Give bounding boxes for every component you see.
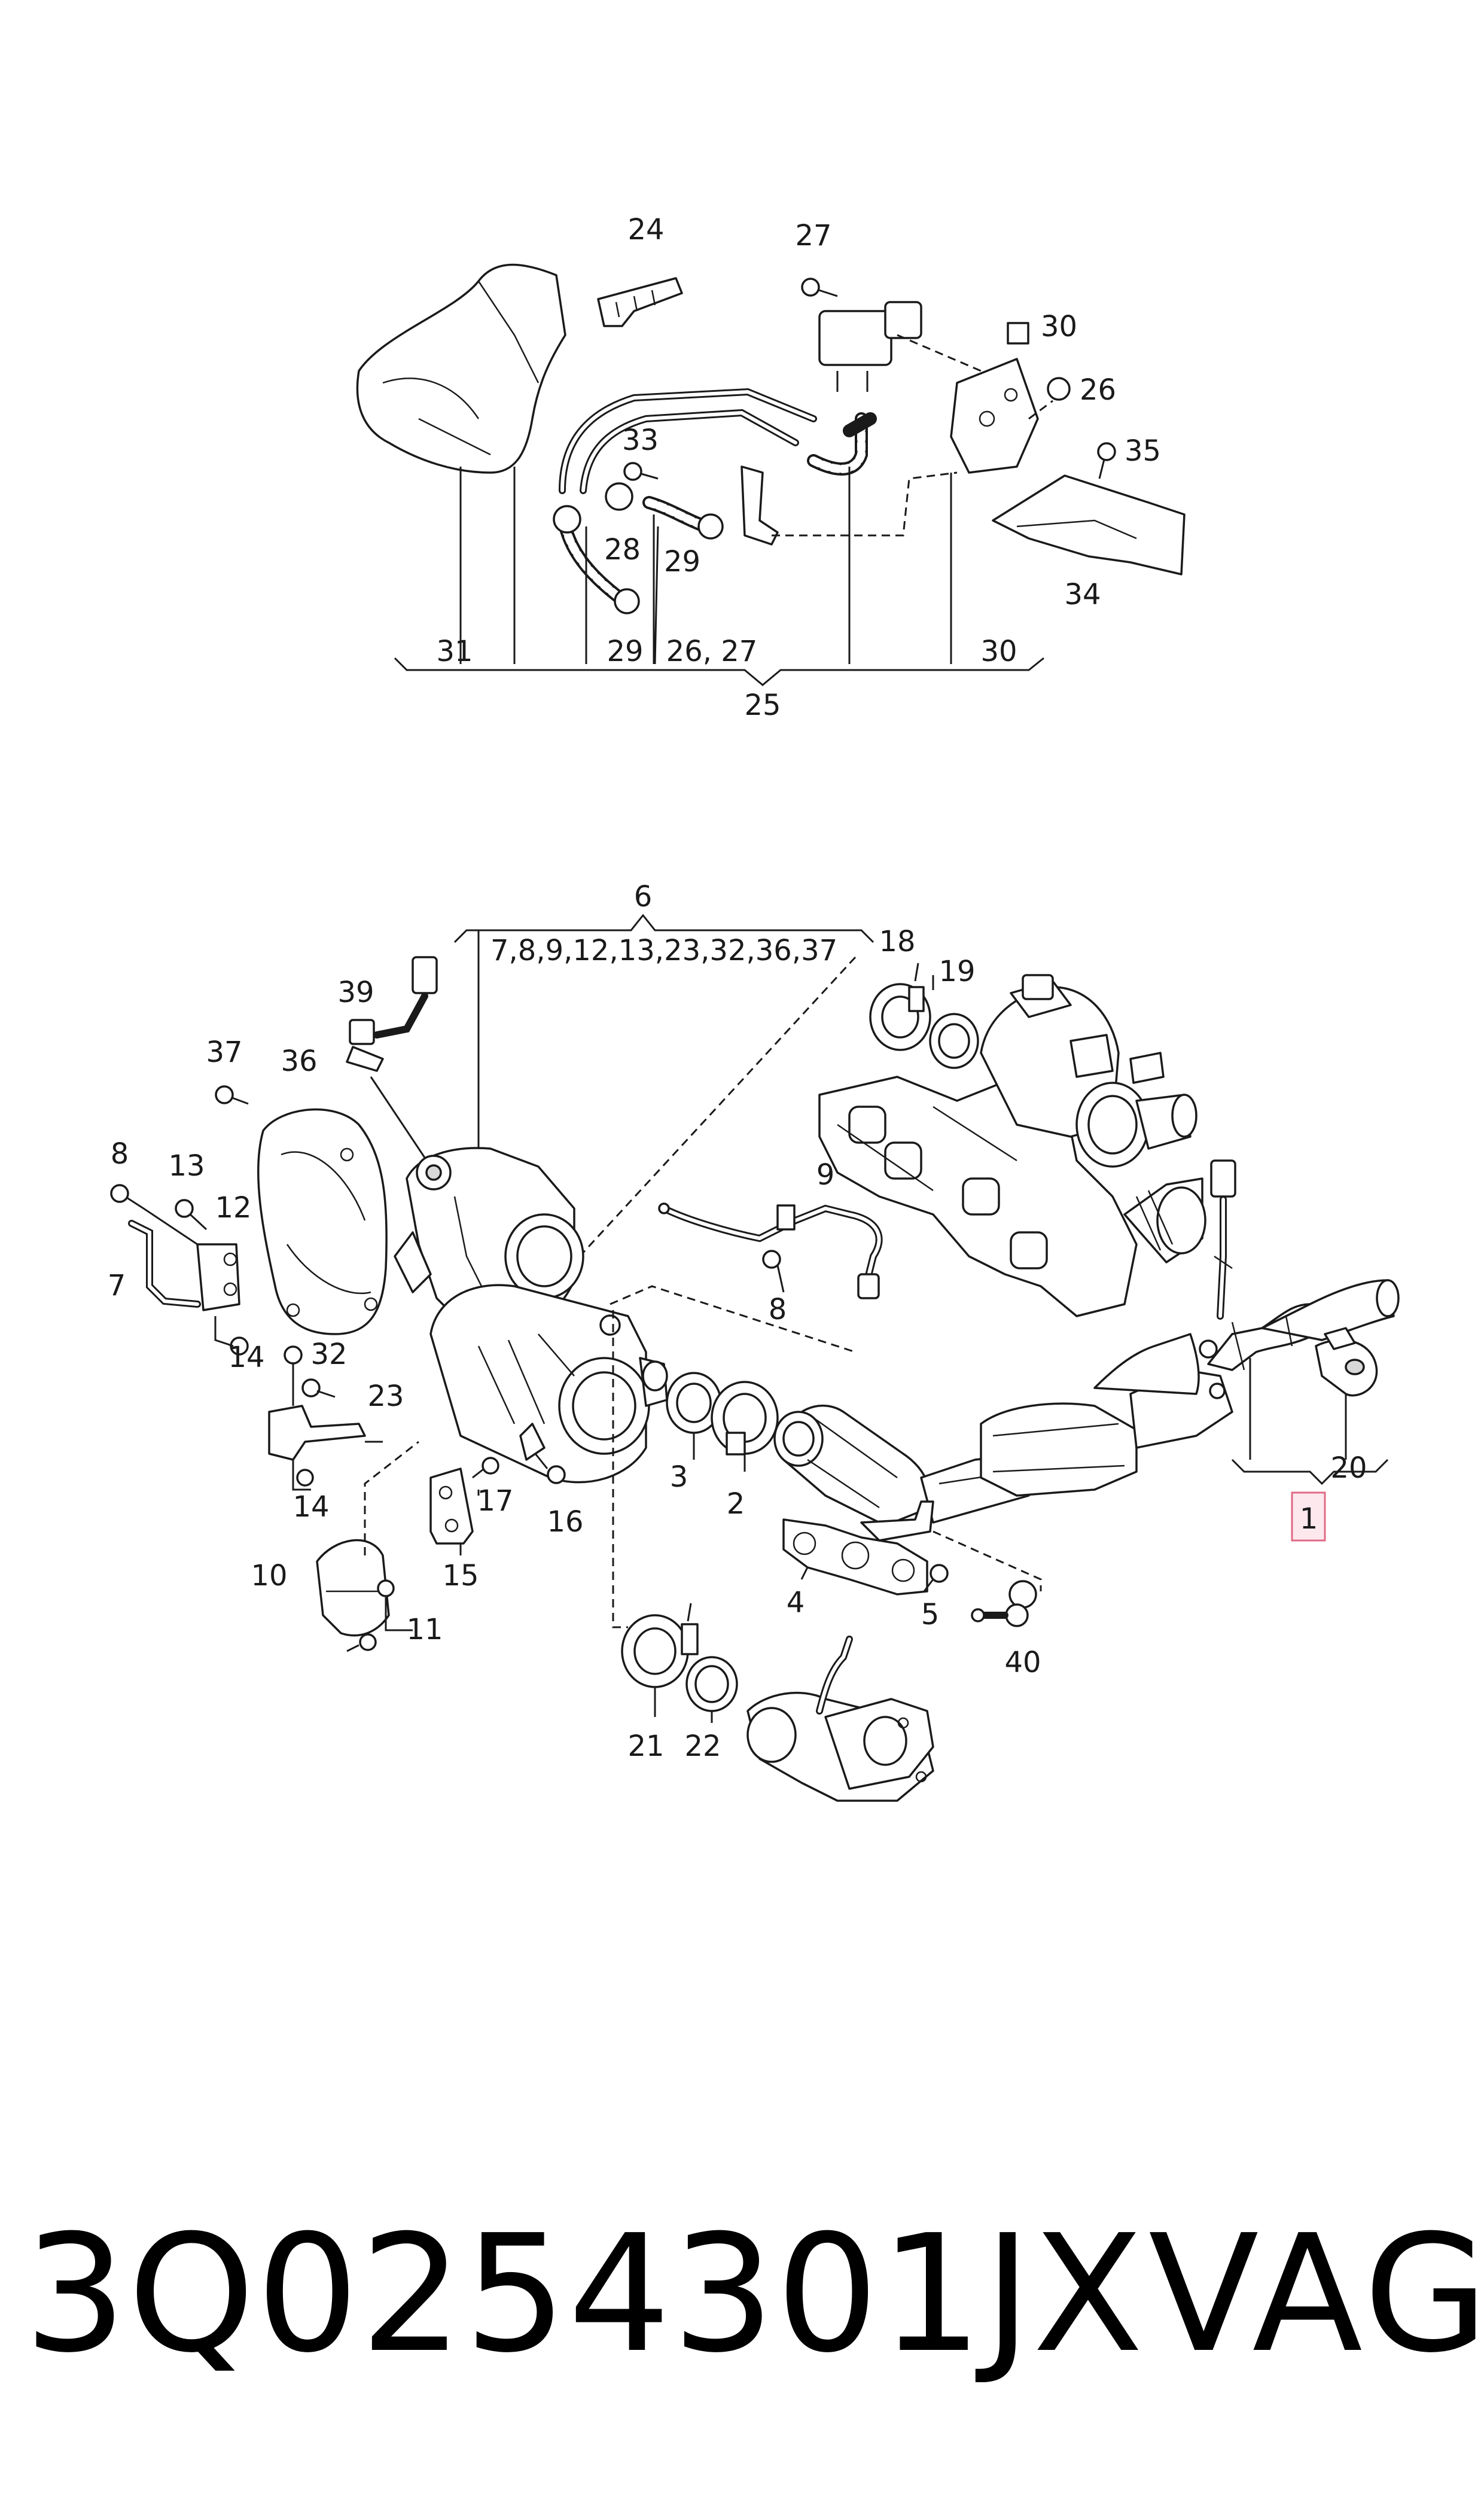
- label-14a: 14: [228, 1341, 264, 1374]
- label-31: 31: [436, 635, 473, 668]
- heat-shield-31: [356, 263, 566, 474]
- label-20: 20: [1330, 1451, 1367, 1485]
- pressure-sensor-27: [818, 301, 922, 392]
- lambda-sensor-39: [346, 956, 438, 1167]
- label-8b: 8: [769, 1293, 787, 1326]
- label-18: 18: [879, 925, 915, 958]
- label-13: 13: [168, 1149, 205, 1183]
- label-27: 27: [795, 219, 831, 252]
- label-2: 2: [727, 1487, 745, 1521]
- label-19: 19: [938, 955, 975, 988]
- label-6: 6: [634, 880, 653, 914]
- label-26a: 26: [1080, 373, 1116, 407]
- bolt-27: [801, 278, 838, 297]
- pipe-7: [128, 1220, 201, 1308]
- label-12: 12: [215, 1191, 251, 1225]
- label-33: 33: [622, 424, 659, 457]
- label-35: 35: [1125, 434, 1161, 468]
- label-37: 37: [206, 1036, 242, 1069]
- seal-ring-3: [666, 1372, 722, 1434]
- label-10: 10: [251, 1559, 287, 1593]
- nut-30: [1007, 322, 1029, 345]
- label-29a: 29: [664, 545, 700, 578]
- label-16: 16: [547, 1505, 583, 1539]
- lambda-sensor-rear: [1210, 1159, 1236, 1320]
- heat-shield-36: [257, 1108, 388, 1335]
- heat-shield-34: [992, 474, 1186, 576]
- label-14b: 14: [292, 1490, 329, 1524]
- label-36: 36: [281, 1045, 317, 1078]
- bolt-35: [1097, 442, 1116, 479]
- label-4: 4: [787, 1586, 805, 1619]
- clamp-2: [711, 1381, 779, 1456]
- label-8a: 8: [111, 1137, 129, 1171]
- label-24: 24: [627, 213, 664, 246]
- clamp-18: [869, 963, 931, 1051]
- label-22: 22: [684, 1730, 721, 1763]
- label-40: 40: [1004, 1646, 1041, 1679]
- label-34: 34: [1064, 578, 1101, 611]
- egr-connection: [746, 1636, 934, 1802]
- bolt-8: [110, 1184, 198, 1246]
- label-5: 5: [921, 1598, 940, 1631]
- turbocharger: [818, 974, 1206, 1317]
- part-number: 3Q0254301JX: [24, 2200, 1145, 2388]
- upper-assembly: [356, 263, 1186, 686]
- label-21: 21: [627, 1730, 664, 1763]
- damper-20: [1315, 1327, 1378, 1397]
- bolt-8b: [762, 1250, 785, 1293]
- bracket-10: [316, 1441, 419, 1637]
- bolt-13: [175, 1199, 208, 1231]
- temperature-sensor-9: [658, 1202, 883, 1299]
- label-3: 3: [670, 1460, 688, 1494]
- lower-assembly: [110, 914, 1400, 1802]
- clamp-21: [621, 1603, 699, 1688]
- bolt-14b: [292, 1460, 314, 1491]
- label-39: 39: [337, 976, 374, 1009]
- bolt-17: [472, 1457, 499, 1479]
- brand-name: VAG: [1148, 2200, 1484, 2388]
- bolt-16: [534, 1453, 566, 1484]
- highlight-box-1: [1291, 1491, 1326, 1542]
- label-7: 7: [108, 1269, 126, 1302]
- catalytic-converter-6: [394, 1147, 668, 1484]
- label-9: 9: [816, 1158, 835, 1192]
- seal-ring-22: [685, 1656, 738, 1712]
- label-23: 23: [367, 1380, 404, 1413]
- label-11: 11: [406, 1613, 443, 1646]
- bolt-32: [284, 1345, 336, 1406]
- label-25: 25: [744, 689, 781, 722]
- label-6-sub: 7,8,9,12,13,23,32,36,37: [490, 934, 837, 967]
- label-17: 17: [477, 1484, 513, 1518]
- clamp-28: [553, 482, 633, 534]
- bracket-23: [268, 1405, 366, 1461]
- label-30a: 30: [1041, 310, 1077, 343]
- label-26-27: 26, 27: [666, 635, 758, 668]
- nut-26: [1047, 377, 1071, 401]
- clamp-40: [971, 1580, 1037, 1627]
- label-28: 28: [604, 533, 641, 567]
- front-pipe-1: [773, 1279, 1400, 1527]
- bolt-37: [215, 1085, 249, 1105]
- bracket-24: [597, 277, 683, 327]
- flange-gasket-4: [782, 1518, 928, 1596]
- label-15: 15: [442, 1559, 479, 1593]
- bracket-12: [196, 1243, 240, 1311]
- bracket-15: [429, 1467, 474, 1545]
- bolt-5: [923, 1564, 949, 1592]
- label-30b: 30: [980, 635, 1017, 668]
- labels: 24 27 30 26 33 35 28 29 34 31 29 26, 27 …: [108, 213, 1367, 1763]
- label-1: 1: [1300, 1502, 1318, 1536]
- bolt-11: [346, 1579, 413, 1652]
- bolt-33: [623, 462, 659, 481]
- bolt-14a: [214, 1316, 249, 1356]
- seal-ring-19: [929, 1013, 979, 1069]
- clamp-29: [614, 513, 724, 614]
- label-29b: 29: [607, 635, 643, 668]
- label-32: 32: [310, 1338, 347, 1371]
- bracket-30: [950, 358, 1039, 474]
